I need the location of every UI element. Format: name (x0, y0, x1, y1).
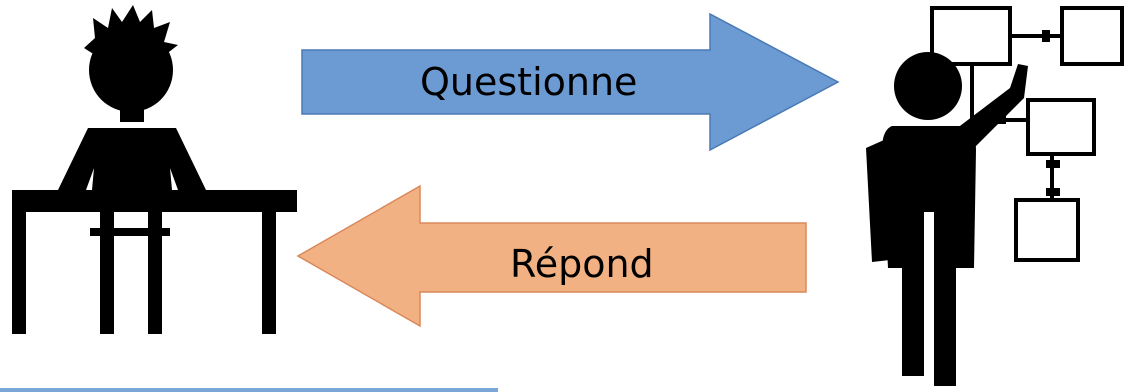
teacher-leg-left (902, 210, 924, 376)
student-leg-left (100, 212, 114, 334)
backward-arrow-label: Répond (510, 242, 654, 286)
forward-arrow (301, 12, 840, 152)
flowchart-node-3 (1046, 160, 1060, 168)
bottom-accent-band (0, 388, 498, 392)
teacher-raised-arm (952, 64, 1028, 150)
teacher-leg-right (934, 210, 956, 386)
teacher-figure (866, 52, 1028, 386)
flowchart-box-bottom (1014, 198, 1080, 262)
flowchart-diagram (930, 6, 1124, 262)
flowchart-node-4 (1046, 188, 1060, 196)
person-with-flowchart-icon (866, 6, 1124, 386)
student-neck (120, 108, 144, 122)
student-desk-leg-right (262, 212, 276, 334)
forward-arrow-label: Questionne (420, 60, 638, 104)
student-head (89, 28, 173, 112)
student-desk-leg-left (12, 212, 26, 334)
flowchart-box-top-left (930, 6, 1012, 66)
backward-arrow (296, 184, 807, 328)
student-torso (58, 128, 206, 190)
student-leg-right (148, 212, 162, 334)
student-desk-top (12, 190, 297, 212)
flowchart-box-middle (1026, 98, 1096, 156)
flowchart-node-1 (1042, 30, 1050, 42)
teacher-head (894, 52, 962, 120)
teacher-lowered-arm (866, 140, 890, 262)
student-crossbar (90, 228, 170, 236)
student-at-desk-icon (12, 5, 297, 334)
teacher-torso (882, 126, 976, 268)
flowchart-box-top-right (1060, 6, 1124, 66)
